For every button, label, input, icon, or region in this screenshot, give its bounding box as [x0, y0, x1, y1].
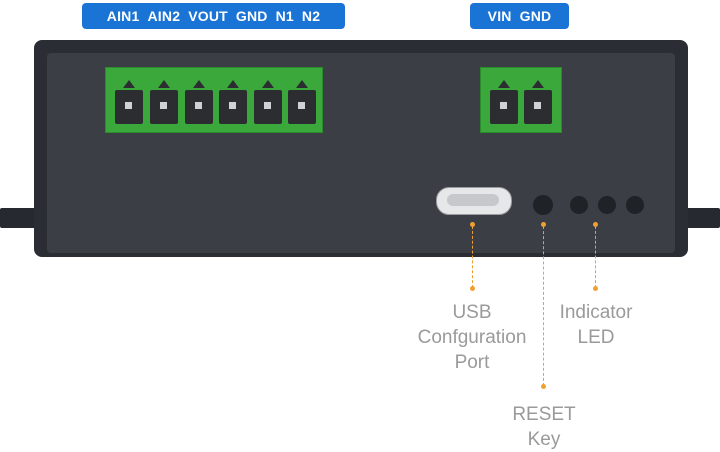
label-n1: N1: [275, 8, 294, 24]
led-leader-line: [595, 226, 596, 288]
usb-leader-cap-bottom: [470, 286, 475, 291]
label-gnd-power: GND: [519, 8, 552, 24]
indicator-callout: Indicator LED: [545, 300, 647, 350]
terminal-labels-right: VIN GND: [470, 3, 569, 29]
indicator-led-2: [598, 196, 616, 214]
usb-callout-line3: Port: [454, 352, 490, 373]
label-ain1: AIN1: [106, 8, 140, 24]
label-n2: N2: [301, 8, 321, 24]
usb-port: [436, 187, 512, 215]
terminal-block-2pin: [480, 67, 562, 133]
terminal-slot-gnd-power: [524, 80, 552, 124]
label-vin: VIN: [487, 8, 512, 24]
reset-leader-cap-top: [541, 222, 546, 227]
terminal-slot-ain1: [115, 80, 143, 124]
usb-leader-line: [472, 226, 473, 288]
usb-callout-line2: Confguration: [417, 327, 527, 348]
terminal-labels-left: AIN1 AIN2 VOUT GND N1 N2: [82, 3, 345, 29]
terminal-slot-ain2: [150, 80, 178, 124]
usb-callout: USB Confguration Port: [402, 300, 542, 375]
usb-callout-line1: USB: [452, 302, 492, 323]
terminal-slot-n1: [254, 80, 282, 124]
label-ain2: AIN2: [147, 8, 181, 24]
terminal-slot-vin: [490, 80, 518, 124]
terminal-block-6pin: [105, 67, 323, 133]
mounting-flange-right: [680, 208, 720, 228]
reset-callout: RESET Key: [494, 402, 594, 452]
reset-leader-line: [543, 226, 544, 386]
led-leader-cap-top: [593, 222, 598, 227]
reset-callout-line1: RESET: [512, 404, 576, 425]
reset-callout-line2: Key: [527, 429, 561, 450]
label-gnd: GND: [235, 8, 268, 24]
indicator-callout-line2: LED: [577, 327, 615, 348]
indicator-led-3: [626, 196, 644, 214]
mounting-flange-left: [0, 208, 40, 228]
reset-key: [533, 195, 553, 215]
indicator-led-1: [570, 196, 588, 214]
terminal-slot-gnd: [219, 80, 247, 124]
reset-leader-cap-bottom: [541, 384, 546, 389]
indicator-callout-line1: Indicator: [559, 302, 633, 323]
terminal-slot-vout: [185, 80, 213, 124]
label-vout: VOUT: [188, 8, 228, 24]
usb-leader-cap-top: [470, 222, 475, 227]
led-leader-cap-bottom: [593, 286, 598, 291]
terminal-slot-n2: [288, 80, 316, 124]
